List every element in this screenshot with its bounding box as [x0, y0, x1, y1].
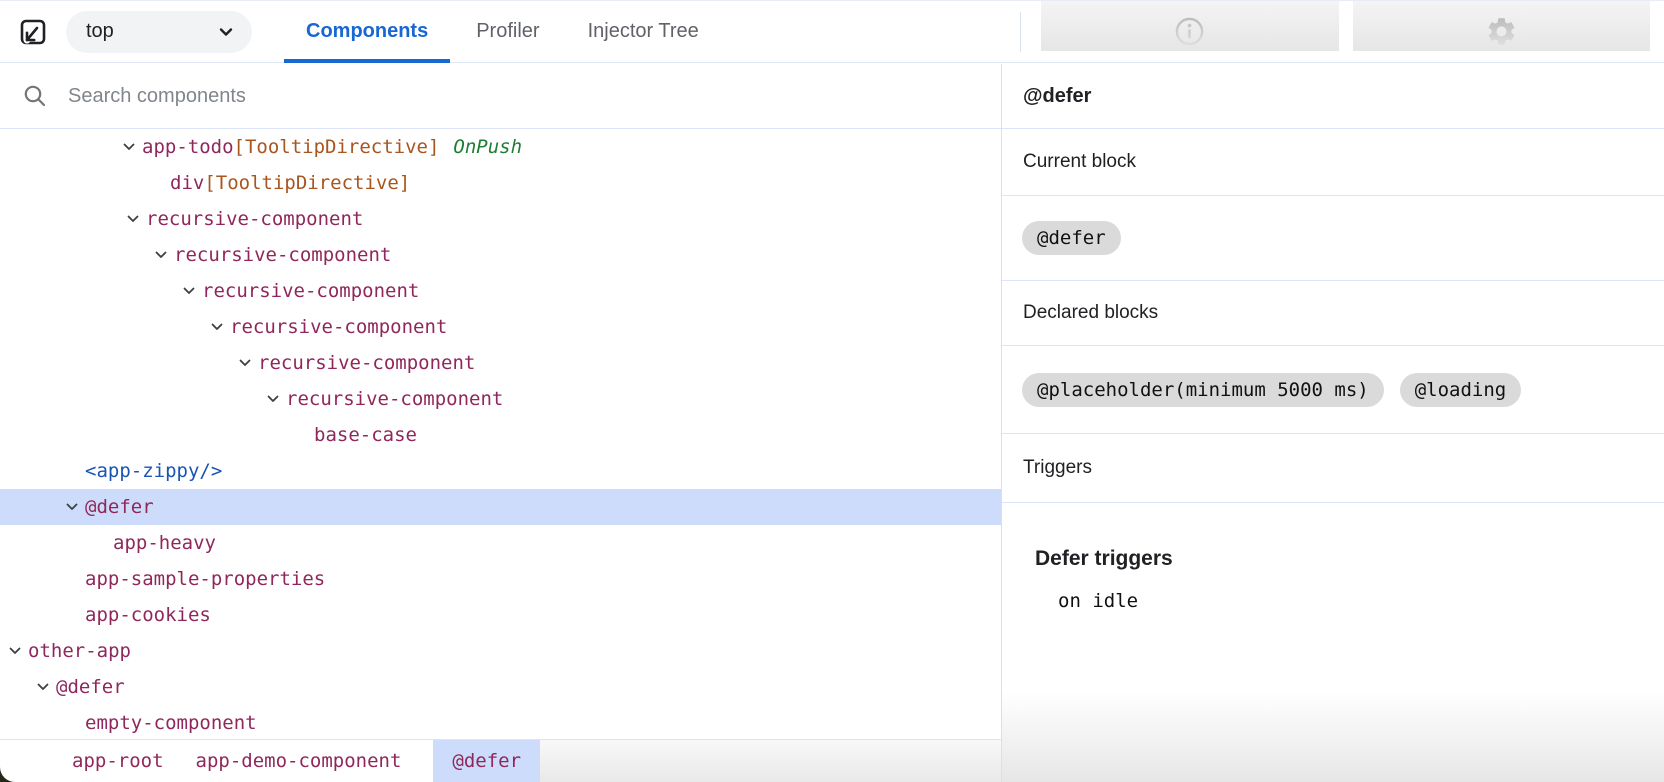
chip-placeholder: @placeholder(minimum 5000 ms)	[1022, 372, 1384, 407]
section-label-triggers: Triggers	[1002, 434, 1664, 503]
breadcrumb-item-app-root[interactable]: app-root	[72, 750, 164, 772]
tree-row[interactable]: app-todo[TooltipDirective] OnPush	[0, 129, 1001, 165]
tree-row[interactable]: div[TooltipDirective]	[0, 165, 1001, 201]
tree-row[interactable]: @defer	[0, 669, 1001, 705]
search-row	[0, 64, 1001, 129]
chevron-down-icon[interactable]	[65, 500, 79, 514]
chevron-down-icon[interactable]	[238, 356, 252, 370]
tree-row[interactable]: <app-zippy/>	[0, 453, 1001, 489]
chevron-down-icon[interactable]	[182, 284, 196, 298]
breadcrumb-bar: app-root app-demo-component @defer	[0, 739, 1001, 782]
component-tree-panel: app-todo[TooltipDirective]OnPushdiv[Tool…	[0, 64, 1002, 782]
inspect-element-button[interactable]	[14, 13, 52, 51]
chip-loading: @loading	[1399, 372, 1522, 407]
tree-node-label: empty-component	[85, 712, 257, 734]
search-input[interactable]	[68, 84, 828, 108]
tree-node-label: base-case	[314, 424, 417, 446]
breadcrumb-fill	[540, 740, 1001, 782]
breadcrumb-item-defer[interactable]: @defer	[433, 740, 541, 782]
chevron-down-icon[interactable]	[266, 392, 280, 406]
chevron-down-icon[interactable]	[154, 248, 168, 262]
chevron-down-icon[interactable]	[36, 680, 50, 694]
gear-icon	[1485, 15, 1518, 48]
tree-node-label: app-sample-properties	[85, 568, 326, 590]
search-icon	[22, 83, 48, 109]
defer-triggers-title: Defer triggers	[1035, 547, 1173, 570]
panel-title: @defer	[1002, 64, 1664, 129]
tree-node-label: recursive-component	[286, 388, 504, 410]
tree-node-label: div	[170, 172, 205, 194]
tree-node-label: @defer	[85, 496, 154, 518]
tree-row[interactable]: recursive-component	[0, 237, 1001, 273]
tree-row[interactable]: app-heavy	[0, 525, 1001, 561]
chevron-down-icon[interactable]	[8, 644, 22, 658]
tree-row[interactable]: recursive-component	[0, 201, 1001, 237]
tree-node-label: app-todo	[142, 136, 234, 158]
tree-node-label: recursive-component	[258, 352, 476, 374]
tree-row[interactable]: recursive-component	[0, 273, 1001, 309]
tree-node-label: recursive-component	[174, 244, 392, 266]
tree-node-label: recursive-component	[230, 316, 448, 338]
chip-defer: @defer	[1022, 221, 1121, 255]
defer-triggers-section: Defer triggers on idle	[1002, 503, 1664, 612]
tree-row[interactable]: app-cookies	[0, 597, 1001, 633]
settings-button[interactable]	[1352, 1, 1651, 51]
defer-trigger-value: on idle	[1058, 590, 1139, 612]
tree-row[interactable]: app-sample-properties	[0, 561, 1001, 597]
tree-node-label: [TooltipDirective]	[204, 172, 411, 194]
current-block-chips: @defer	[1002, 196, 1664, 281]
section-label-current-block: Current block	[1002, 129, 1664, 196]
tree-row[interactable]: empty-component	[0, 705, 1001, 739]
tree-node-label: OnPush	[453, 136, 523, 158]
about-button[interactable]	[1041, 1, 1340, 51]
tree-row[interactable]: recursive-component	[0, 345, 1001, 381]
tree-node-label: recursive-component	[202, 280, 420, 302]
tab-bar: Components Profiler Injector Tree	[282, 1, 723, 63]
tree-row[interactable]: @defer	[0, 489, 1001, 525]
chevron-down-icon[interactable]	[126, 212, 140, 226]
tab-injector-tree[interactable]: Injector Tree	[587, 20, 699, 42]
section-label-declared-blocks: Declared blocks	[1002, 281, 1664, 346]
breadcrumb-item-app-demo-component[interactable]: app-demo-component	[195, 750, 402, 772]
declared-blocks-chips: @placeholder(minimum 5000 ms) @loading	[1002, 346, 1664, 434]
inspect-icon	[17, 16, 49, 48]
toolbar-divider	[1020, 11, 1022, 52]
tree-node-label: app-cookies	[85, 604, 211, 626]
frame-selector-value: top	[86, 20, 114, 42]
tree-node-label: [TooltipDirective]	[233, 136, 440, 158]
info-icon	[1174, 16, 1205, 47]
tree-node-label: recursive-component	[146, 208, 364, 230]
tab-profiler[interactable]: Profiler	[476, 20, 540, 42]
tree-row[interactable]: base-case	[0, 417, 1001, 453]
chevron-down-icon	[216, 22, 236, 42]
chevron-down-icon[interactable]	[122, 140, 136, 154]
tree-node-label: <app-zippy/>	[85, 460, 223, 482]
tree-node-label: other-app	[28, 640, 131, 662]
frame-selector[interactable]: top	[66, 10, 252, 53]
tree-row[interactable]: recursive-component	[0, 381, 1001, 417]
chevron-down-icon[interactable]	[210, 320, 224, 334]
tree-row[interactable]: recursive-component	[0, 309, 1001, 345]
toolbar: top Components Profiler Injector Tree	[0, 1, 1664, 63]
tree-node-label: @defer	[56, 676, 125, 698]
tab-components[interactable]: Components	[282, 1, 452, 63]
tree-node-label: app-heavy	[113, 532, 216, 554]
defer-details-panel: @defer Current block @defer Declared blo…	[1002, 64, 1664, 782]
tree-row[interactable]: other-app	[0, 633, 1001, 669]
